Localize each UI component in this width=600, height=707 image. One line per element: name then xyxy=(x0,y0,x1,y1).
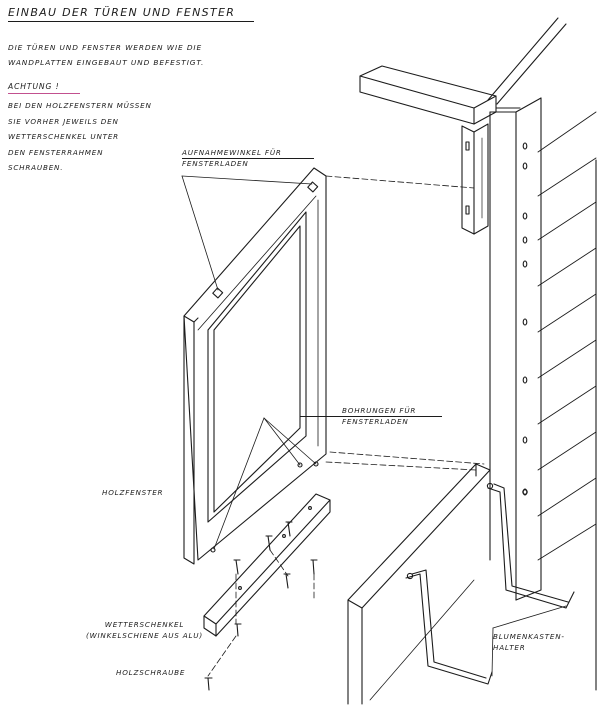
label-line: Blumenkasten- xyxy=(493,632,565,641)
label-line: halter xyxy=(493,642,526,652)
label-holzfenster: Holzfenster xyxy=(102,488,164,497)
label-line: Aufnahmewinkel für xyxy=(182,148,282,157)
note-line: schrauben. xyxy=(8,163,64,173)
label-wetterschenkel: Wetterschenkel (Winkelschiene aus Alu) xyxy=(86,620,203,641)
label-line: Fensterladen xyxy=(182,158,249,168)
attention-heading: Achtung ! xyxy=(8,82,60,91)
wall-panel xyxy=(487,17,597,691)
page-title: Einbau der Türen und Fenster xyxy=(8,6,236,19)
label-holzschraube: Holzschraube xyxy=(116,668,186,677)
note-line: Bei den Holzfenstern müssen xyxy=(8,101,152,110)
wall-post xyxy=(489,97,542,601)
intro-text: Die Türen und Fenster werden wie die Wan… xyxy=(8,40,204,70)
label-underline xyxy=(182,158,314,159)
flower-box-holders xyxy=(405,482,575,685)
label-line: Wetterschenkel xyxy=(104,620,185,629)
intro-line: Die Türen und Fenster werden wie die xyxy=(8,43,203,52)
label-line: Fensterladen xyxy=(342,416,409,426)
post-holes xyxy=(522,142,528,496)
attention-note: Bei den Holzfenstern müssen sie vorher j… xyxy=(8,98,152,176)
label-blumenkasten: Blumenkasten- halter xyxy=(493,632,565,653)
note-line: sie vorher jeweils den xyxy=(8,116,119,126)
label-aufnahmewinkel: Aufnahmewinkel für Fensterladen xyxy=(182,148,282,169)
lower-panel xyxy=(347,463,491,705)
label-underline xyxy=(300,416,442,417)
weather-bar xyxy=(203,493,331,637)
intro-line: Wandplatten eingebaut und befestigt. xyxy=(8,58,205,67)
top-beam xyxy=(359,65,497,125)
mounting-bracket xyxy=(461,123,489,235)
attention-underline xyxy=(8,93,80,94)
leader-lines xyxy=(181,175,567,677)
wall-top-edge xyxy=(487,17,567,105)
note-line: Wetterschenkel unter xyxy=(8,132,119,142)
label-line: (Winkelschiene aus Alu) xyxy=(86,630,203,640)
label-line: Bohrungen für xyxy=(342,406,417,415)
wood-screws xyxy=(204,521,318,691)
wood-window xyxy=(183,167,327,565)
label-bohrungen: Bohrungen für Fensterladen xyxy=(342,406,416,427)
assembly-guides xyxy=(207,175,485,677)
wall-siding xyxy=(537,111,597,561)
title-underline xyxy=(8,21,254,22)
note-line: den Fensterrahmen xyxy=(8,147,104,157)
